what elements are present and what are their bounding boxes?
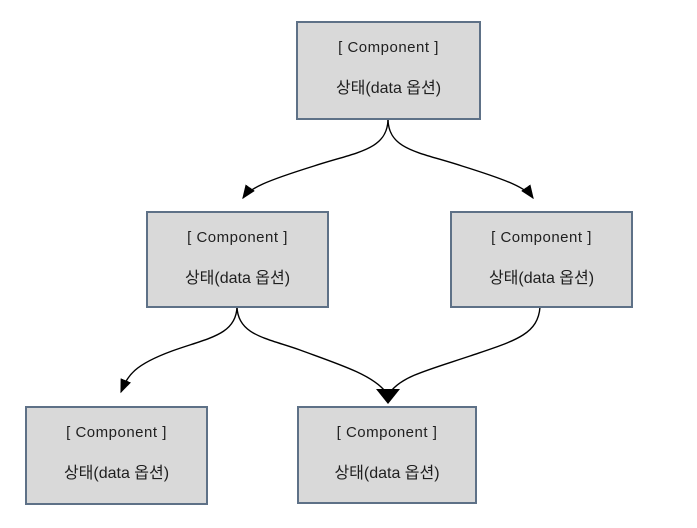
connector-root-to-child-left — [242, 119, 389, 200]
connector-child-left-to-grandchild-center — [236, 306, 385, 391]
component-node-grandchild-center: [ Component ] 상태(data 옵션) — [297, 406, 477, 504]
node-title: [ Component ] — [491, 229, 592, 246]
component-node-child-right: [ Component ] 상태(data 옵션) — [450, 211, 633, 308]
node-title: [ Component ] — [338, 39, 439, 56]
node-subtitle: 상태(data 옵션) — [488, 270, 595, 287]
component-node-child-left: [ Component ] 상태(data 옵션) — [146, 211, 329, 308]
component-node-root: [ Component ] 상태(data 옵션) — [296, 21, 481, 120]
connector-child-right-to-grandchild-center — [391, 306, 541, 391]
converging-arrowhead-icon — [376, 389, 400, 404]
node-subtitle: 상태(data 옵션) — [334, 465, 440, 482]
connector-root-to-child-right — [387, 119, 534, 200]
node-title: [ Component ] — [66, 424, 167, 441]
node-subtitle: 상태(data 옵션) — [63, 465, 170, 482]
node-subtitle: 상태(data 옵션) — [184, 270, 291, 287]
node-title: [ Component ] — [187, 229, 288, 246]
node-subtitle: 상태(data 옵션) — [335, 80, 442, 97]
component-node-grandchild-left: [ Component ] 상태(data 옵션) — [25, 406, 208, 505]
node-title: [ Component ] — [336, 424, 438, 441]
connector-child-left-to-grandchild-left — [120, 306, 238, 394]
